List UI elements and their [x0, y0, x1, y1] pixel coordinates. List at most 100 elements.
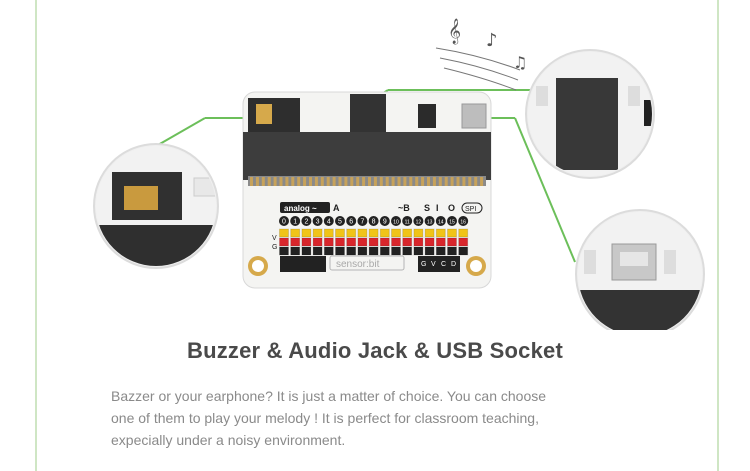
- pin-number-label: 7: [360, 219, 364, 226]
- header-pin: [458, 246, 469, 256]
- bottom-pin-label: V: [431, 261, 436, 268]
- header-pin: [368, 246, 379, 256]
- header-pin: [368, 237, 379, 247]
- bottom-pin-label: G: [421, 261, 426, 268]
- header-pin: [290, 228, 301, 238]
- pin-number-label: 12: [416, 220, 422, 226]
- header-pin: [391, 228, 401, 238]
- i-label: I: [436, 203, 439, 213]
- chip: [418, 104, 436, 128]
- bottom-pin-label: C: [441, 261, 446, 268]
- header-pin: [435, 246, 446, 256]
- bottom-header-right: [418, 256, 460, 272]
- b-label: ~B: [398, 203, 410, 213]
- header-pin: [335, 237, 345, 247]
- analog-label: analog ~: [284, 204, 317, 213]
- audio-jack-gold: [256, 104, 272, 124]
- header-pin: [357, 237, 368, 247]
- header-pin: [391, 246, 401, 256]
- pin-number-dot: [435, 216, 446, 226]
- sensor-board-figure: 𝄞 ♪ ♫: [93, 18, 705, 330]
- header-pin: [346, 228, 357, 238]
- header-pin: [447, 228, 457, 238]
- pin-number-dot: [312, 216, 323, 226]
- g-label: G: [272, 244, 277, 251]
- pin-number-dot: [402, 216, 413, 226]
- header-pin: [435, 228, 446, 238]
- svg-text:♫: ♫: [513, 53, 527, 72]
- header-pin: [335, 228, 345, 238]
- header-pin: [391, 237, 401, 247]
- header-pin: [447, 246, 457, 256]
- header-pin: [279, 237, 289, 247]
- header-pin: [413, 237, 424, 247]
- header-pin: [301, 246, 312, 256]
- bottom-pin-label: D: [451, 261, 456, 268]
- pin-number-label: 14: [438, 220, 444, 226]
- usb-connector-line-2: [514, 117, 576, 263]
- header-pin: [290, 246, 301, 256]
- pin-number-label: 16: [460, 220, 466, 226]
- header-pin: [312, 246, 323, 256]
- header-pin: [279, 246, 289, 256]
- header-pin: [424, 228, 435, 238]
- header-pin: [301, 237, 312, 247]
- header-pin: [458, 237, 469, 247]
- description-line-1: Bazzer or your earphone? It is just a ma…: [111, 388, 547, 404]
- pin-number-label: 9: [383, 219, 387, 226]
- header-pin: [402, 228, 413, 238]
- pin-number-dot: [391, 216, 401, 226]
- pin-number-dot: [357, 216, 368, 226]
- header-pin: [413, 228, 424, 238]
- spi-label: SPI: [465, 206, 476, 213]
- pin-number-dot: [279, 216, 289, 226]
- svg-text:𝄞: 𝄞: [448, 18, 461, 44]
- pin-number-label: 3: [316, 219, 320, 226]
- o-label: O: [448, 203, 455, 213]
- pin-number-dot: [424, 216, 435, 226]
- music-notes-icon: 𝄞 ♪ ♫: [435, 18, 527, 91]
- header-pin: [458, 228, 469, 238]
- header-pin: [301, 228, 312, 238]
- svg-text:♪: ♪: [486, 30, 498, 51]
- pin-number-label: 15: [449, 220, 455, 226]
- usb-socket: [461, 103, 487, 129]
- header-pin: [335, 246, 345, 256]
- pin-number-label: 5: [338, 219, 342, 226]
- header-pin: [435, 237, 446, 247]
- description-line-3: expecially under a noisy environment.: [111, 432, 346, 448]
- header-pin: [379, 237, 390, 247]
- brand-label: sensor:bit: [336, 259, 380, 270]
- pin-number-label: 11: [405, 220, 410, 226]
- pin-number-dot: [323, 216, 334, 226]
- header-pin: [312, 237, 323, 247]
- pin-number-label: 10: [393, 220, 399, 226]
- header-pin: [402, 237, 413, 247]
- header-pin: [346, 237, 357, 247]
- header-pin: [290, 237, 301, 247]
- description-line-2: one of them to play your melody ! It is …: [111, 410, 539, 426]
- zoom-audio-jack: [93, 143, 219, 269]
- header-pin: [346, 246, 357, 256]
- header-pin: [424, 237, 435, 247]
- zoom-buzzer: [525, 49, 655, 179]
- pin-number-dot: [290, 216, 301, 226]
- header-pin: [323, 228, 334, 238]
- header-pin: [447, 237, 457, 247]
- header-pin: [323, 246, 334, 256]
- header-pin: [323, 237, 334, 247]
- header-pin: [402, 246, 413, 256]
- header-pin: [357, 228, 368, 238]
- pin-number-label: 4: [327, 219, 331, 226]
- pin-number-dot: [379, 216, 390, 226]
- pin-number-dot: [458, 216, 469, 226]
- content-frame: [35, 0, 719, 471]
- zoom-usb-socket: [575, 209, 705, 330]
- bottom-header-left: [280, 256, 326, 272]
- pin-number-dot: [368, 216, 379, 226]
- pin-number-dot: [301, 216, 312, 226]
- header-pin: [413, 246, 424, 256]
- pin-number-dot: [447, 216, 457, 226]
